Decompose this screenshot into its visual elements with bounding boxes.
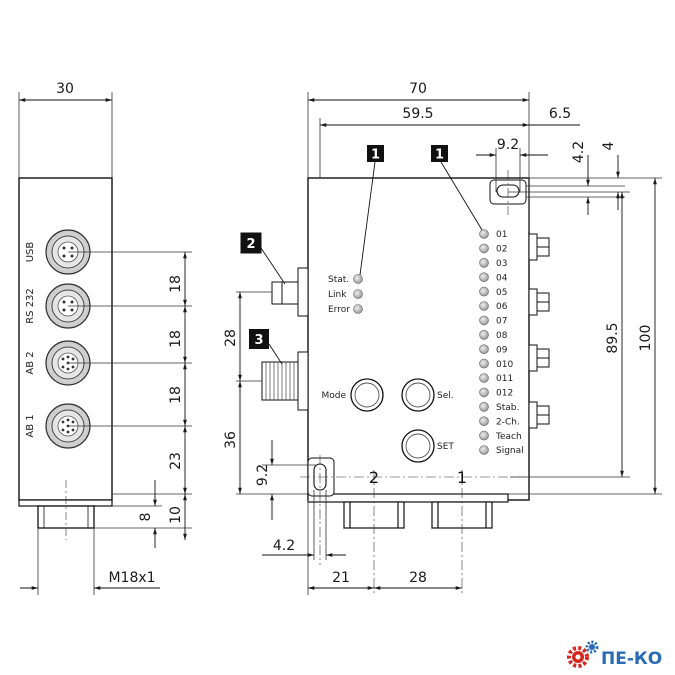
dim-9-2-top: 9.2 [497,137,519,153]
callout-1a: 1 [371,148,380,163]
status-led-stat [353,274,363,284]
channel-led [479,430,489,441]
status-led-label-error: Error [328,305,350,315]
set-button [401,429,435,463]
mode-button [350,378,384,412]
left-housing [18,177,113,501]
dim-36: 36 [223,431,239,449]
channel-led [479,229,489,239]
channel-led-label: Teach [495,432,522,442]
dim-4-2-bottom: 4.2 [273,538,295,554]
mode-button-label: Mode [321,391,346,401]
left-view: USB RS 232 AB 2 AB 1 30 18 18 18 23 [18,81,192,595]
dim-28-bottom: 28 [409,570,427,586]
channel-led-label: 05 [496,288,507,298]
channel-led [479,445,489,455]
dim-59-5: 59.5 [402,106,433,122]
status-led-label-stat: Stat. [328,275,349,285]
channel-led-label: 010 [496,360,513,370]
channel-led [479,373,489,383]
channel-led-label: 07 [496,317,507,327]
dim-100: 100 [638,325,654,352]
status-led-error [353,304,363,314]
port-1-label: 1 [457,468,467,487]
port-label-usb: USB [25,242,36,263]
dim-18-c: 18 [168,386,184,404]
channel-led [479,329,489,340]
channel-led-label: Stab. [496,403,519,413]
callout-2: 2 [246,237,255,252]
dim-6-5: 6.5 [549,106,571,122]
channel-led [479,301,489,311]
dim-4: 4 [601,141,617,150]
channel-led [479,344,489,355]
dim-21: 21 [332,570,350,586]
channel-led-label: 011 [496,374,513,384]
channel-led [479,257,489,268]
right-view: 2 1 Mode Sel. SET Stat. Link Error 01020… [223,81,662,595]
connector-3 [261,351,309,411]
company-logo: ПЕ-КО [567,640,662,669]
dim-10: 10 [168,506,184,524]
status-led-label-link: Link [328,290,347,300]
dim-4-2-top: 4.2 [571,141,587,163]
channel-led [479,243,489,254]
dim-m18x1: M18x1 [108,570,155,586]
right-base [307,493,509,503]
channel-led-label: 01 [496,230,507,240]
callout-2-box [240,232,262,254]
dim-30: 30 [56,81,74,97]
dim-18-a: 18 [168,275,184,293]
gear-icon [567,646,589,668]
connector-2 [271,267,309,317]
channel-led-label: 09 [496,345,508,355]
sel-button-label: Sel. [437,391,454,401]
callout-3: 3 [254,333,263,348]
logo-text: ПЕ-КО [601,649,662,669]
gear-small-icon [585,640,599,654]
port-label-ab2: AB 2 [25,351,36,374]
dim-89-5: 89.5 [605,322,621,353]
channel-led [479,358,489,369]
set-button-label: SET [437,442,454,452]
channel-led [479,286,489,297]
channel-led-label: 2-Ch. [496,417,520,427]
port-2-label: 2 [369,468,379,487]
channel-led [479,416,489,427]
channel-led-label: Signal [496,446,524,456]
channel-led-label: 08 [496,331,508,341]
channel-led-label: 012 [496,389,513,399]
channel-led-label: 04 [496,273,508,283]
channel-led-label: 03 [496,259,507,269]
callout-1b-box [431,145,448,162]
dim-9-2-left: 9.2 [255,464,271,486]
callout-3-box [249,329,269,349]
channel-led-label: 02 [496,245,507,255]
left-base [18,499,113,507]
port-label-ab1: AB 1 [25,414,36,437]
channel-led [479,272,489,283]
port-label-rs232: RS 232 [25,288,36,324]
channel-led [479,401,489,412]
dim-18-b: 18 [168,330,184,348]
callout-1a-box [367,145,384,162]
sel-button [401,378,435,412]
dim-28-left: 28 [223,329,239,347]
status-led-link [353,289,363,299]
callout-1b: 1 [435,148,444,163]
dim-23: 23 [168,452,184,470]
channel-led [479,387,489,398]
dim-8: 8 [138,513,154,522]
channel-led [479,315,489,326]
dim-70: 70 [409,81,427,97]
channel-led-label: 06 [496,302,508,312]
